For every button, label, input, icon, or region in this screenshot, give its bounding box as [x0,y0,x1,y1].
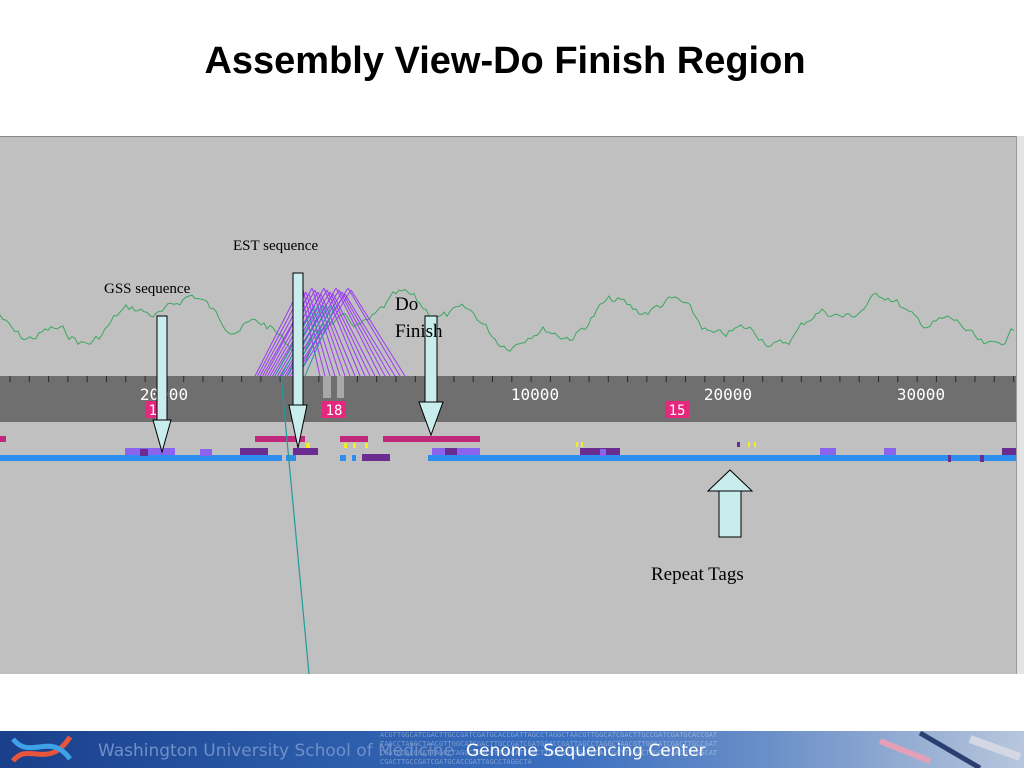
read-block [362,454,390,461]
repeat-tag [365,443,368,448]
est-line [314,289,346,377]
est-line [298,305,332,377]
est-line [323,287,361,377]
repeat-tag [737,442,740,447]
dna-sequence-pattern: ACGTTGGCATCGACTTGCCGATCGATGCACCGATTAGCCT… [380,731,718,766]
ruler-gap-2 [337,376,344,398]
repeat-tag [353,443,356,448]
track-segment [0,455,282,461]
ruler-bar [0,376,1016,422]
est-line [326,289,366,377]
est-line [350,289,406,377]
read-block [293,448,318,455]
track-segment [286,455,296,461]
est-line [317,291,351,377]
track-segment [340,455,346,461]
footer-banner: ACGTTGGCATCGACTTGCCGATCGATGCACCGATTAGCCT… [0,731,1024,768]
read-block [820,448,836,455]
read-block [1002,448,1016,455]
read-block [980,455,984,462]
ruler-ticks [9,376,1015,382]
footer-decoration-icon [878,731,1022,768]
contig-bar [255,436,305,442]
do-finish-label: Do Finish [395,291,443,345]
contig-label[interactable]: 15 [669,403,686,419]
track-segment [352,455,356,461]
repeat-tags-label: Repeat Tags [651,564,744,585]
contig-bar [0,436,6,442]
est-line [304,305,336,377]
do-finish-arrow [418,315,444,437]
read-block [125,448,175,455]
est-line [338,289,386,377]
repeat-tag [344,443,347,448]
ruler-tick-label: 30000 [897,385,945,404]
dna-helix-icon [8,731,78,768]
contig-label[interactable]: 18 [326,403,343,419]
repeat-tag [576,442,578,447]
do-finish-line-1: Do [395,294,419,315]
footer-university-text: Washington University School of Medicine [98,741,455,761]
vertical-scrollbar[interactable] [1016,136,1024,674]
slide-title: Assembly View-Do Finish Region [204,40,806,82]
est-line [297,289,352,377]
read-block [200,449,212,456]
gc-content-line [0,288,1015,352]
est-sequence-label: EST sequence [233,238,319,254]
repeat-tag [748,442,750,447]
contig-bar [340,436,368,442]
track-segment [428,455,1016,461]
gss-sequence-label: GSS sequence [104,281,191,297]
contig-label-bg [322,401,346,418]
spanning-read-line [280,375,310,674]
contig-bar [383,436,480,442]
repeat-tag [306,443,310,448]
est-line [341,291,391,377]
est-line [347,287,401,377]
est-line [264,287,313,377]
footer-center-text: Genome Sequencing Center [466,741,706,761]
assembly-viewer[interactable]: 20000 10000 20000 30000 11 18 15 [0,136,1024,674]
gss-arrow [152,315,172,454]
read-block [600,449,606,456]
ruler-tick-label: 10000 [511,385,559,404]
repeat-tag [581,442,583,447]
contig-label-bg [665,401,689,418]
est-line [267,289,316,377]
read-block [445,448,457,455]
read-block [140,449,148,456]
read-block [948,455,951,462]
est-line [294,287,349,377]
assembly-canvas: 20000 10000 20000 30000 11 18 15 [0,136,1024,674]
est-arrow [288,272,308,449]
est-line [344,293,396,377]
read-tracks [0,436,1016,462]
ruler-tick-label: 20000 [704,385,752,404]
repeat-tag [754,442,756,447]
read-block [884,448,896,455]
do-finish-line-2: Finish [395,321,443,342]
read-block [240,448,268,455]
repeat-tags-arrow [706,469,754,538]
ruler-gap-1 [323,376,331,398]
est-line [311,287,341,377]
